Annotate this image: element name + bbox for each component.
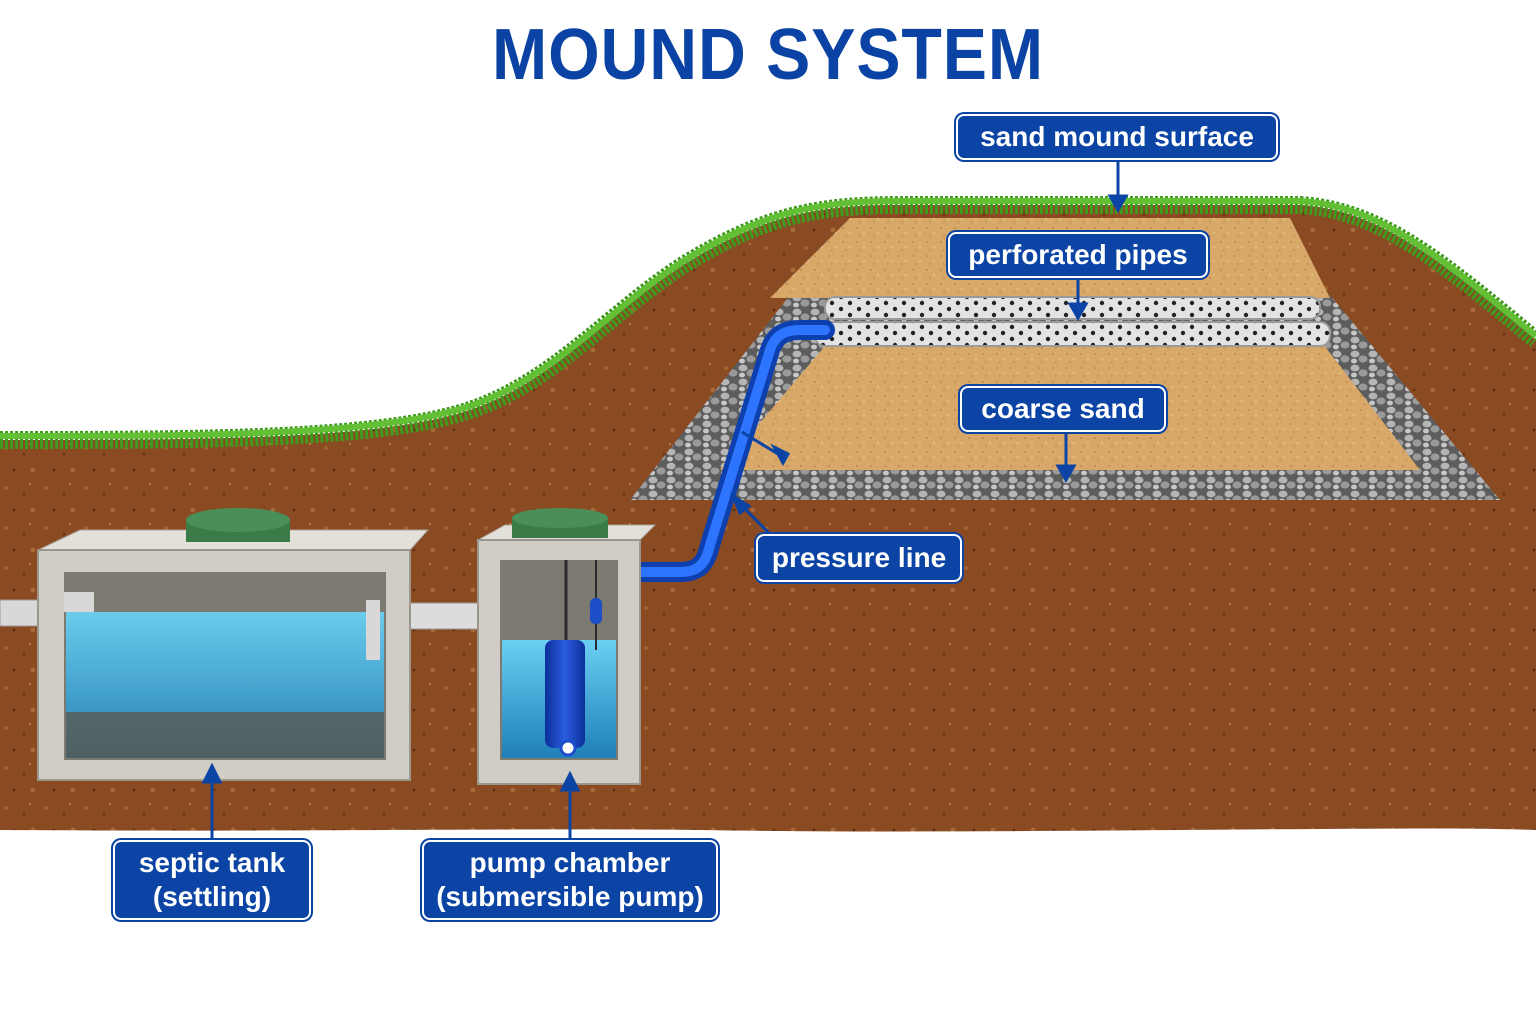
- septic-tank: [37, 508, 430, 781]
- perforated-pipe-lower: [814, 321, 1331, 347]
- pump-chamber: [476, 508, 657, 785]
- label-septic-tank: septic tank (settling): [113, 840, 311, 920]
- label-sand-mound-surface: sand mound surface: [956, 114, 1278, 160]
- label-pump-chamber: pump chamber (submersible pump): [422, 840, 718, 920]
- submersible-pump: [545, 640, 585, 748]
- label-perforated-pipes: perforated pipes: [948, 232, 1208, 278]
- label-pressure-line: pressure line: [756, 534, 962, 582]
- label-coarse-sand: coarse sand: [960, 386, 1166, 432]
- diagram-title: MOUND SYSTEM: [491, 15, 1045, 95]
- grass-surface: [0, 196, 1536, 449]
